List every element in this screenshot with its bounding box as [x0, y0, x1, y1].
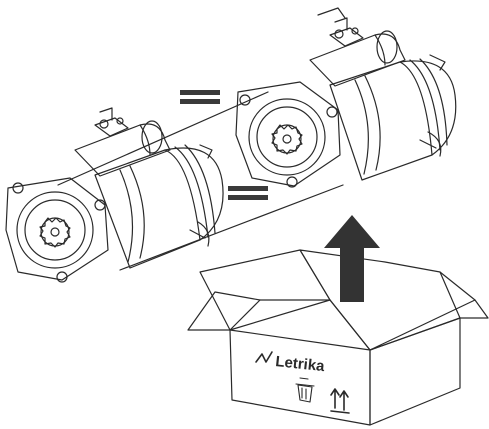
cardboard-box-icon	[187, 249, 489, 426]
brand-name: Letrika	[275, 353, 326, 375]
recycle-bin-icon	[295, 377, 315, 403]
this-way-up-icon	[330, 388, 350, 414]
equals-sign-icon-top	[180, 90, 220, 104]
equals-sign-icon-bottom	[228, 186, 268, 200]
starter-motor-left-icon	[5, 107, 224, 283]
up-arrow-icon	[324, 215, 380, 302]
starter-motor-right-icon	[235, 7, 457, 188]
letrika-logo-icon	[255, 351, 273, 363]
equivalence-guide-lines	[57, 91, 344, 271]
